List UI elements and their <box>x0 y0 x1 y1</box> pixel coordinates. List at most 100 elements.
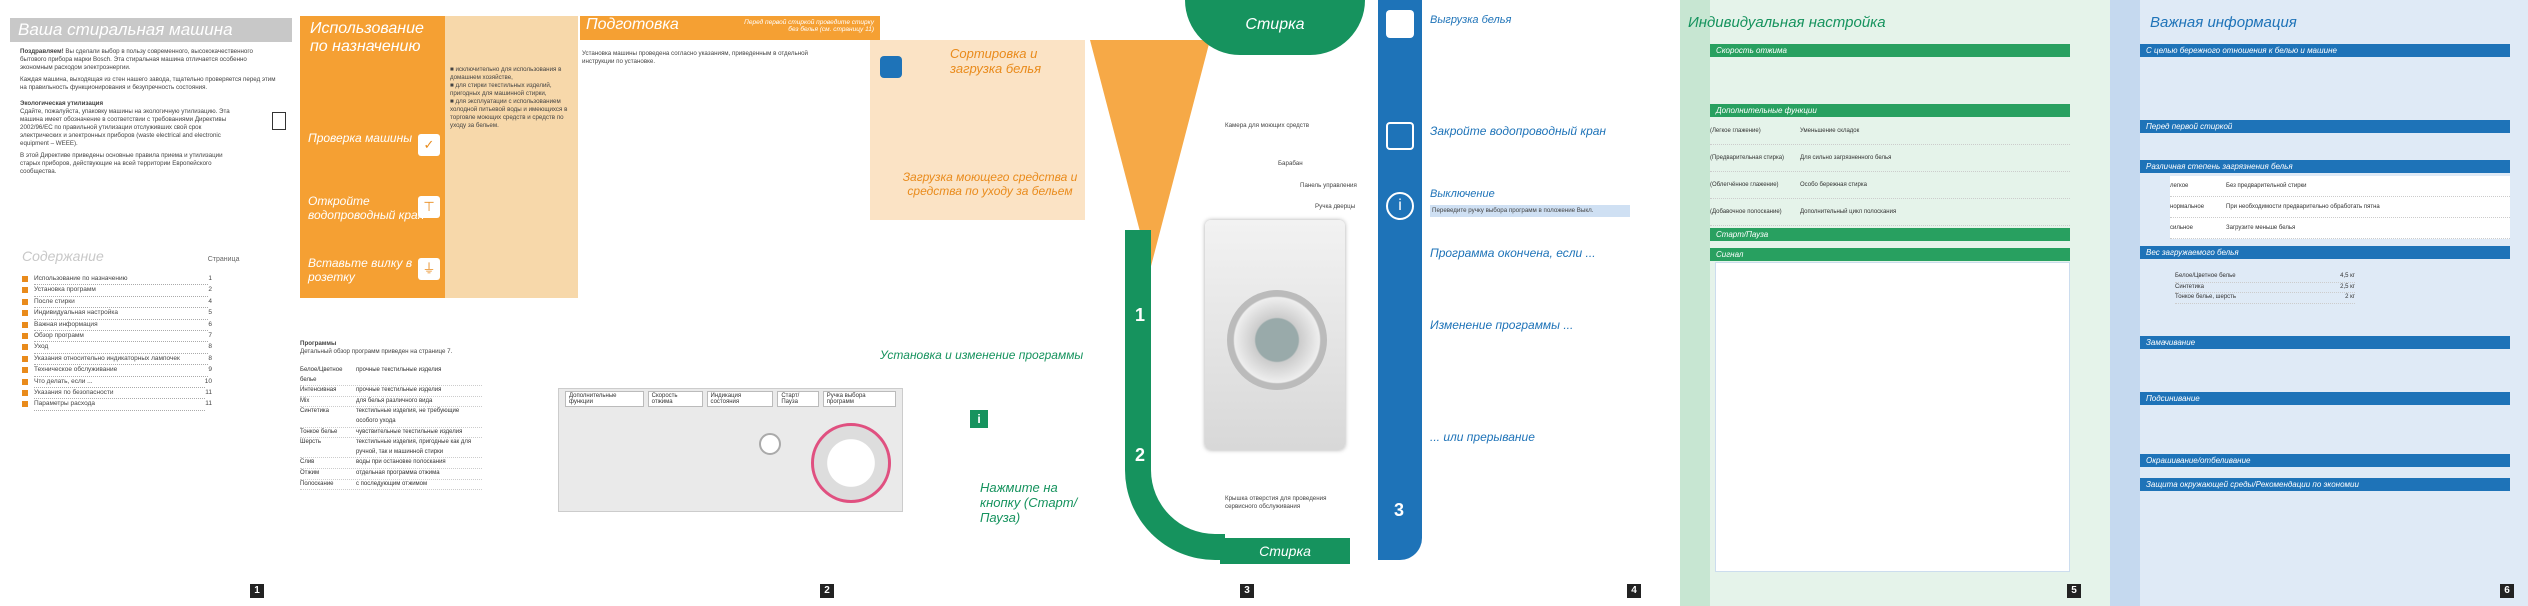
toc-item-title: Важная информация <box>34 320 209 332</box>
program-desc: текстильные изделия, не требующие особог… <box>356 408 460 424</box>
bullet-icon <box>22 401 28 408</box>
tap-heading: Откройте водопроводный кран <box>308 194 425 222</box>
program-desc: прочные текстильные изделия <box>356 387 442 394</box>
toc-item-title: Использование по назначению <box>34 274 209 286</box>
toc-item-page: 10 <box>204 377 212 385</box>
toc-item: Что делать, если ...10 <box>22 377 212 389</box>
step-1: 1 <box>1135 305 1146 325</box>
soil-desc: При необходимости предварительно обработ… <box>2226 204 2380 210</box>
label-handle: Ручка дверцы <box>1315 203 1356 210</box>
p6-sidebar <box>2110 0 2140 606</box>
bullet-icon <box>22 276 28 282</box>
step-3: 3 <box>1394 500 1405 520</box>
info-bar-5: Замачивание <box>2140 336 2510 349</box>
extra-name: (Предварительная стирка) <box>1710 155 1785 161</box>
usage-text-bg <box>445 16 578 298</box>
toc-item-page: 11 <box>205 389 212 397</box>
soil-desc: Загрузите меньше белья <box>2226 225 2296 231</box>
toc-item-title: Что делать, если ... <box>34 377 205 389</box>
toc-item-title: Индивидуальная настройка <box>34 308 209 320</box>
program-row: Mix для белья различного вида <box>300 397 482 408</box>
bullet-icon <box>22 287 28 294</box>
page-number: 1 <box>250 584 264 598</box>
bullet-icon <box>22 378 28 385</box>
info-bar-7: Окрашивание/отбеливание <box>2140 454 2510 467</box>
switch-off-title: Выключение <box>1430 188 1495 200</box>
p5-sidebar <box>1680 0 1710 606</box>
program-name: Тонкое белье <box>300 428 338 435</box>
label-detergent: Камера для моющих средств <box>1225 122 1309 129</box>
toc-item-page: 2 <box>208 286 212 294</box>
soil-level: легкое <box>2170 183 2189 189</box>
info-bar-8: Защита окружающей среды/Рекомендации по … <box>2140 478 2510 491</box>
power-icon: i <box>1386 192 1414 220</box>
machine-door <box>1227 290 1327 390</box>
extra-row: (Легкое глажение)Уменьшение складок <box>1710 118 2070 145</box>
interrupt-title: ... или прерывание <box>1430 430 1535 444</box>
change-title: Изменение программы ... <box>1430 318 1574 332</box>
prep-title: Подготовка <box>586 16 679 33</box>
program-desc: с последующим отжимом <box>356 480 428 487</box>
programs-header-text: Программы <box>300 340 337 347</box>
info-bar-3: Различная степень загрязнения белья <box>2140 160 2510 173</box>
program-name: Слив <box>300 459 315 466</box>
bullet-icon <box>22 321 28 328</box>
usage-panel: Использование по назначению Проверка маш… <box>300 16 578 298</box>
toc-item-title: Указания по безопасности <box>34 388 206 400</box>
program-name: Интенсивная <box>300 387 337 394</box>
toc-item-page: 11 <box>205 400 212 408</box>
intro-text: Вы сделали выбор в пользу современного, … <box>20 48 253 71</box>
program-desc: чувствительные текстильные изделия <box>356 428 463 435</box>
extra-row: (Предварительная стирка)Для сильно загря… <box>1710 145 2070 172</box>
bin-icon <box>272 112 286 130</box>
start-button[interactable] <box>759 433 781 455</box>
info-bar-1: С целью бережного отношения к белью и ма… <box>2140 44 2510 57</box>
toc-page-label: Страница <box>207 256 240 263</box>
label-service: Крышка отверстия для проведения сервисно… <box>1225 495 1327 510</box>
toc-item-page: 7 <box>208 332 212 340</box>
setup-title: Установка и изменение программы <box>880 348 1084 362</box>
finished-title: Программа окончена, если ... <box>1430 246 1596 260</box>
extra-name: (Легкое глажение) <box>1710 128 1761 134</box>
bullet-icon <box>22 298 28 305</box>
info-icon: i <box>970 410 988 428</box>
label-panel: Панель управления <box>1300 182 1357 189</box>
program-name: Mix <box>300 397 310 404</box>
prep-header: Подготовка Перед первой стиркой проведит… <box>580 16 880 40</box>
usage-text: ■ исключительно для использования в дома… <box>450 66 568 129</box>
check-heading: Проверка машины <box>308 131 413 145</box>
program-selector-dial[interactable] <box>811 423 891 503</box>
info-bar-6: Подсинивание <box>2140 392 2510 405</box>
extra-row: (Добавочное полоскание)Дополнительный ци… <box>1710 199 2070 226</box>
toc-item-title: Уход <box>34 342 209 354</box>
prep-note: Перед первой стиркой проведите стирку бе… <box>744 19 874 33</box>
program-desc: для белья различного вида <box>356 397 433 404</box>
load-weight: 4,5 кг <box>2340 273 2355 279</box>
toc-item-page: 5 <box>208 309 212 317</box>
plug-icon: ⏚ <box>418 258 440 280</box>
programs-sub: Детальный обзор программ приведен на стр… <box>300 348 453 355</box>
sort-panel: Сортировка и загрузка белья Загрузка мою… <box>870 40 1085 220</box>
det-title: Загрузка моющего средства и средства по … <box>902 170 1078 198</box>
sort-title: Сортировка и загрузка белья <box>950 46 1042 76</box>
panel-label: Скорость отжима <box>647 391 703 407</box>
program-row: Интенсивная прочные текстильные изделия <box>300 386 482 397</box>
shirt-icon <box>880 56 902 78</box>
tap-icon-blue <box>1386 122 1414 150</box>
washing-machine-image <box>1205 220 1345 450</box>
toc-item-title: После стирки <box>34 297 209 309</box>
extras-table: (Легкое глажение)Уменьшение складок(Пред… <box>1710 118 2070 226</box>
press-title: Нажмите на кнопку (Старт/Пауза) <box>980 480 1078 525</box>
toc-item: Указания относительно индикаторных лампо… <box>22 354 212 366</box>
extra-desc: Особо бережная стирка <box>1800 182 1867 188</box>
